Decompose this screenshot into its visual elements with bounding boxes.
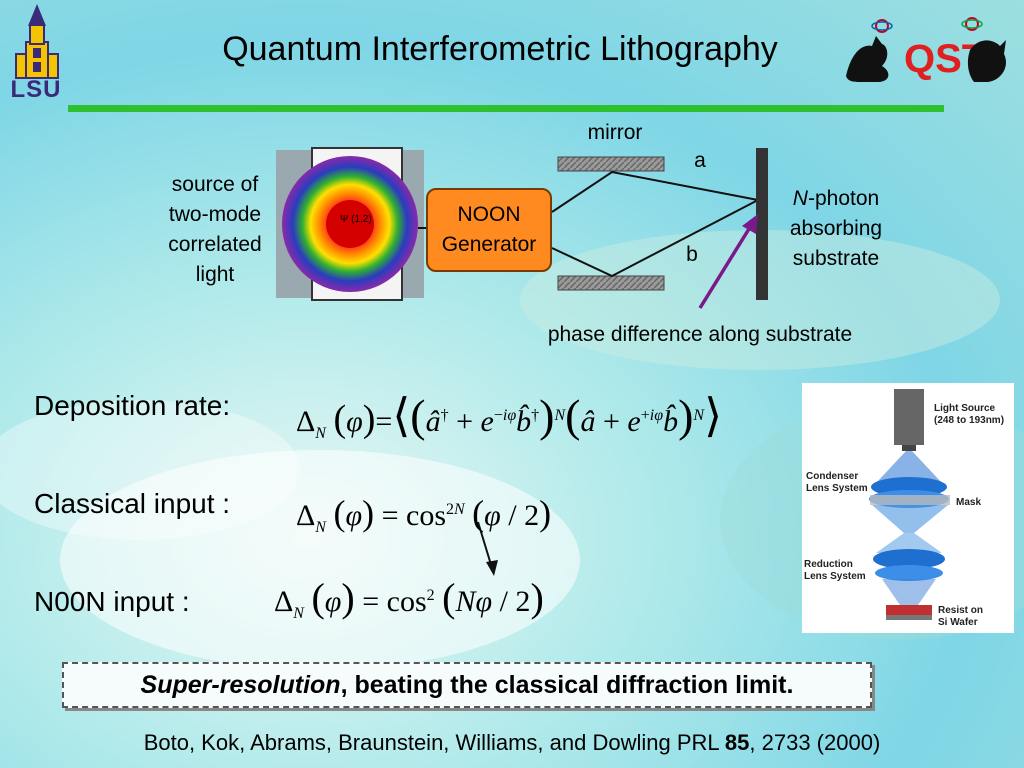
photo-label-resist: Resist on	[938, 605, 984, 616]
slide-title: Quantum Interferometric Lithography	[222, 30, 778, 68]
citation: Boto, Kok, Abrams, Braunstein, Williams,…	[0, 730, 1024, 756]
noon-generator-box: NOON Generator	[426, 188, 552, 272]
mirror-bottom	[557, 275, 665, 291]
phase-label: phase difference along substrate	[547, 323, 853, 346]
photo-label-reduction-lens: Lens System	[804, 571, 866, 582]
photo-label-condenser-lens: Lens System	[806, 483, 868, 494]
classical-formula: ΔN (φ) = cos2N (φ / 2)	[296, 493, 552, 536]
mirror-label: mirror	[587, 121, 643, 144]
absorber-label: N-photon absorbing substrate	[789, 187, 883, 270]
beam-a-path	[551, 170, 759, 213]
qst-cats-logo: QST	[846, 17, 1007, 82]
lsu-logo-text: LSU	[10, 76, 62, 103]
substrate-plate	[756, 148, 768, 300]
beam-a-label: a	[694, 149, 706, 172]
phase-arrow	[698, 223, 754, 309]
photo-label-wavelength: (248 to 193nm)	[934, 415, 1005, 426]
source-label: source of two-mode correlated light	[168, 173, 262, 286]
photo-label-condenser: Condenser	[806, 471, 859, 482]
citation-pages: , 2733 (2000)	[749, 730, 881, 755]
photo-label-wafer: Si Wafer	[938, 617, 978, 628]
noon-formula: ΔN (φ) = cos2 (Nφ / 2)	[274, 575, 544, 622]
beam-b-path	[551, 199, 759, 278]
photo-label-reduction: Reduction	[804, 559, 853, 570]
photo-label-light-source: Light Source	[934, 403, 996, 414]
beam-b-label: b	[686, 243, 698, 266]
formula-arrow	[477, 521, 493, 569]
classical-input-label: Classical input :	[34, 488, 231, 519]
citation-authors: Boto, Kok, Abrams, Braunstein, Williams,…	[143, 730, 725, 755]
title-underline-bar	[68, 105, 944, 112]
lithography-apparatus-photo: Light Source (248 to 193nm) Condenser Le…	[802, 383, 1014, 633]
deposition-rate-label: Deposition rate:	[34, 390, 231, 421]
deposition-rate-formula: ΔN (φ)=⟨(â† + e−iφb̂†)N(â + e+iφb̂)N⟩	[296, 390, 723, 442]
lsu-tower-logo	[15, 4, 59, 79]
callout-rest: , beating the classical diffraction limi…	[340, 671, 794, 699]
citation-volume: 85	[724, 730, 750, 755]
callout-italic: Super-resolution	[140, 671, 341, 699]
ring-label: Ψ (1,2)	[340, 214, 372, 225]
photo-label-mask: Mask	[956, 497, 982, 508]
apparatus-drawing	[869, 389, 950, 620]
noon-input-label: N00N input :	[34, 586, 190, 617]
mirror-top	[557, 156, 665, 172]
super-resolution-callout: Super-resolution, beating the classical …	[62, 662, 872, 708]
